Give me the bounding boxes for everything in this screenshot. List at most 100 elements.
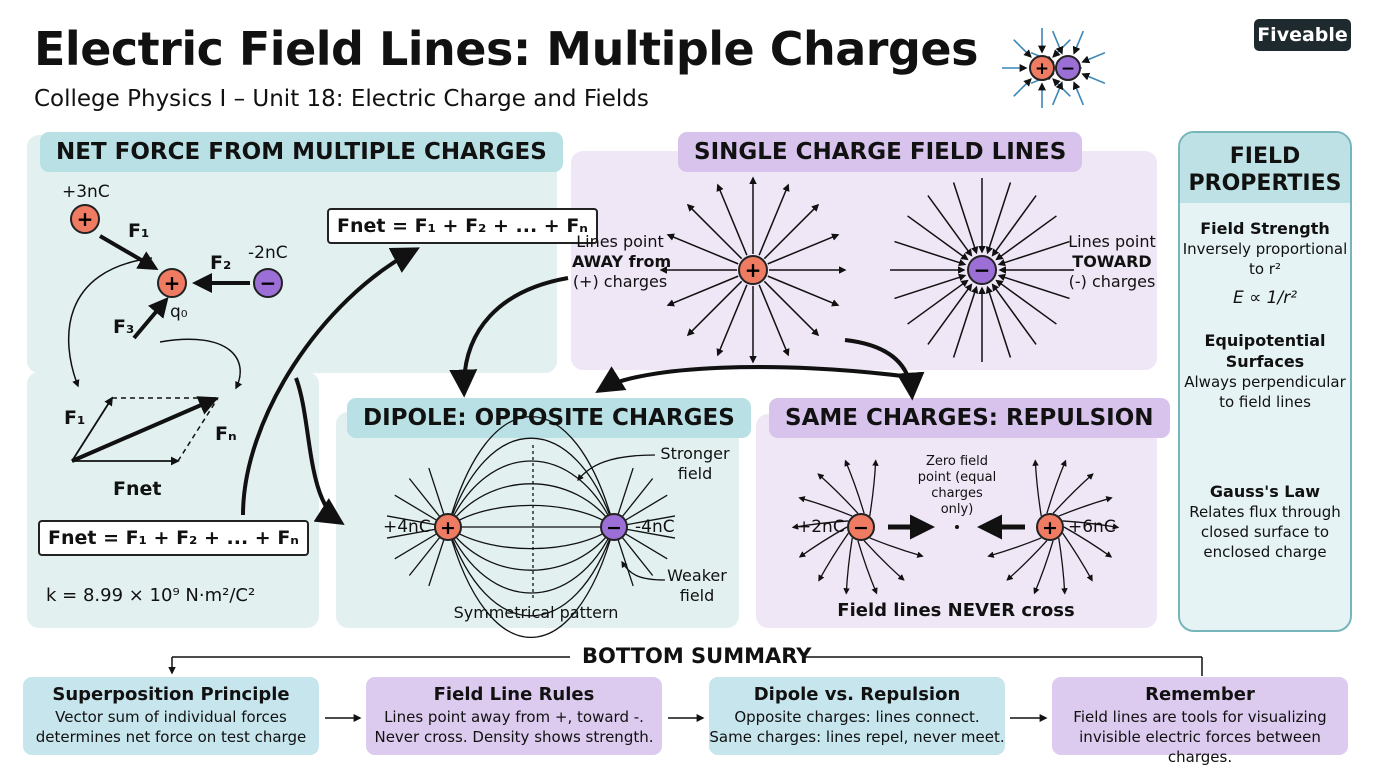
icon-field-line [1072,81,1085,106]
inward-field-line [995,215,1057,261]
inward-field-line [991,283,1037,345]
single-charge-panel [571,151,1157,370]
inward-field-line [927,283,973,345]
inward-field-line [997,273,1070,300]
net-charges: + + − [70,204,283,298]
inward-field-line [952,285,979,358]
svg-text:−: − [853,517,869,539]
fnet-label: Fnet [113,478,162,500]
repulsion-field-line [869,459,879,517]
f3-label: F₃ [113,316,135,338]
charge1-label: +3nC [62,182,110,202]
repulsion-field-line [798,526,848,558]
f1-parallelogram-label: F₁ [64,407,86,429]
svg-text:−: − [1061,59,1075,79]
dipole-field-line [447,437,615,528]
icon-field-line [1072,30,1085,55]
inward-field-line [907,279,969,325]
outward-field-line [666,275,739,307]
repulsion-field-line [1058,496,1113,517]
dipole-caption: Symmetrical pattern [453,603,619,622]
toward-note: Lines point TOWARD (-) charges [1068,232,1156,291]
k-constant: k = 8.99 × 10⁹ N·m²/C² [46,585,256,606]
outward-field-line [767,275,840,307]
svg-text:+: + [164,271,181,295]
outward-field-line [686,203,743,260]
single-charge-heading: SINGLE CHARGE FIELD LINES [678,132,1083,172]
net-force-heading: NET FORCE FROM MULTIPLE CHARGES [40,132,563,172]
f2-label: F₂ [210,252,232,274]
repulsion-field-line [791,520,849,530]
test-charge-label: q₀ [170,302,188,322]
equipotential-title: Equipotential Surfaces [1204,331,1326,371]
rep-left-charge: +2nC [797,517,845,537]
icon-field-line [1051,81,1064,106]
icon-field-line [1081,51,1106,64]
repulsion-field-line [1062,520,1120,530]
dipole-field-line [447,504,615,528]
repulsion-field-line [1062,532,1093,582]
icon-field-line [1051,30,1064,55]
summary-box-superposition: Superposition Principle Vector sum of in… [23,677,319,755]
same-charges-heading: SAME CHARGES: REPULSION [769,398,1170,438]
dipole-right-charge: -4nC [635,517,675,537]
outward-field-line [763,280,820,337]
dipole-field-line [447,526,615,550]
f1-label: F₁ [128,220,150,242]
summary-box-remember: Remember Field lines are tools for visua… [1052,677,1348,766]
repulsion-field-line [843,537,853,595]
outward-field-line [686,280,743,337]
outward-field-line [767,233,840,265]
inward-field-line [907,215,969,261]
repulsion-field-line [987,537,1042,558]
dipole-field-line [447,526,615,571]
summary-box-field-rules: Field Line Rules Lines point away from +… [366,677,662,755]
svg-text:+: + [1035,59,1049,79]
rep-right-charge: +6nC [1068,517,1116,537]
repulsion-field-line [844,459,865,514]
summary-box-dipole-vs-repulsion: Dipole vs. Repulsion Opposite charges: l… [709,677,1005,755]
svg-text:+: + [745,258,762,282]
net-force-panel [27,135,557,373]
dipole-field-line [447,526,615,594]
sum-formula-top: Fnet = F₁ + F₂ + ... + Fₙ [327,208,598,244]
dipole-field-line [447,526,615,639]
inward-field-line [991,195,1037,257]
svg-text:+: + [440,517,456,539]
icon-field-line [1013,39,1032,58]
repulsion-field-line [1032,459,1042,517]
single-charges: + − [738,255,997,285]
repulsion-field-line [817,473,859,514]
outward-field-line [716,284,748,357]
page-subtitle: College Physics I – Unit 18: Electric Ch… [34,86,649,112]
away-note: Lines point AWAY from (+) charges [572,232,672,291]
svg-text:−: − [974,258,991,282]
repulsion-field-line [869,537,924,558]
repulsion-field-line [1052,473,1094,514]
icon-field-line [1013,78,1032,97]
dipole-panel [336,412,739,628]
svg-text:+: + [77,207,94,231]
dipole-field-line [447,483,615,528]
sum-formula: Fnet = F₁ + F₂ + ... + Fₙ [38,520,309,556]
repulsion-field-line [857,540,878,595]
dipole-heading: DIPOLE: OPPOSITE CHARGES [347,398,751,438]
field-strength-title: Field Strength [1200,219,1330,238]
dipole-field-line [447,526,615,617]
inward-field-line [995,279,1057,325]
inward-field-line [997,240,1070,267]
repulsion-field-line [1058,537,1068,595]
same-charges-panel [756,414,1157,628]
repulsion-field-line [798,496,853,517]
outward-field-line [666,233,739,265]
inward-field-line [927,195,973,257]
inward-field-line [985,182,1012,255]
